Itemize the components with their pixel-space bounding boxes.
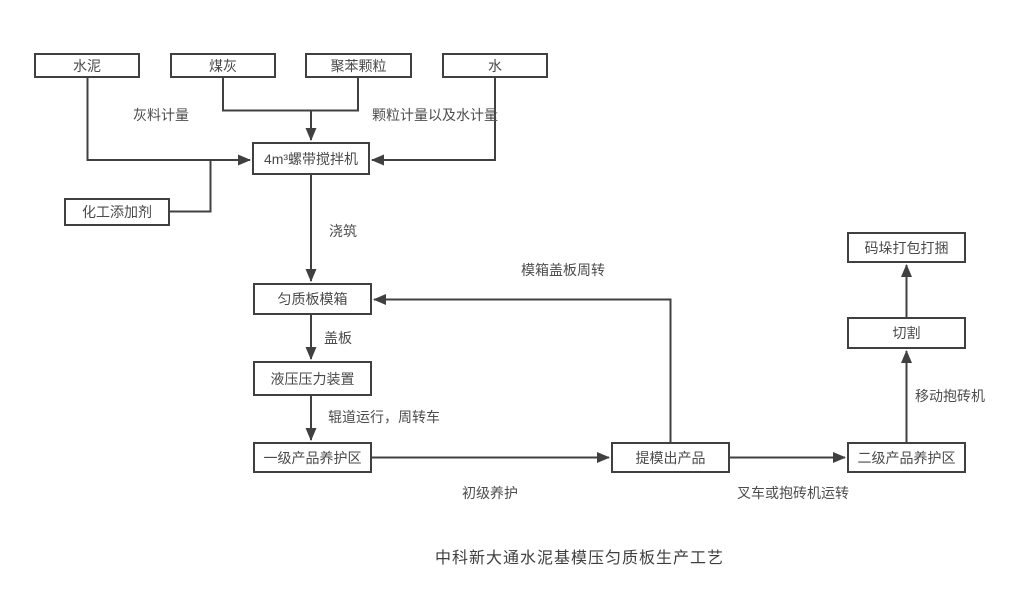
label-ash-metering: 灰料计量 [133, 107, 189, 123]
node-mold-box: 匀质板模箱 [253, 283, 372, 315]
node-ribbon-mixer: 4m³螺带搅拌机 [252, 142, 370, 175]
label-primary-curing: 初级养护 [462, 485, 518, 501]
node-coal-ash: 煤灰 [170, 53, 276, 78]
label-mold-cover-cycle: 模箱盖板周转 [521, 262, 605, 278]
node-cutting: 切割 [847, 317, 966, 349]
node-chemical-additive: 化工添加剂 [64, 198, 170, 226]
label-particle-water-metering: 颗粒计量以及水计量 [372, 107, 498, 123]
label-pouring: 浇筑 [329, 223, 357, 239]
node-palletize-pack-bundle: 码垛打包打捆 [847, 232, 966, 263]
edge-cement-to-mixer [86, 78, 251, 166]
node-polystyrene-particles: 聚苯颗粒 [305, 53, 412, 78]
edge-water-to-mixer [371, 78, 496, 166]
edge-additive-joint [170, 160, 212, 213]
diagram-title: 中科新大通水泥基模压匀质板生产工艺 [435, 550, 725, 567]
node-demold-product: 提模出产品 [611, 442, 730, 473]
label-mobile-brick-machine: 移动抱砖机 [915, 388, 985, 404]
label-cover-plate: 盖板 [324, 330, 352, 346]
node-primary-curing-area: 一级产品养护区 [253, 442, 372, 473]
edge-demold-loop-to-moldbox [373, 294, 672, 442]
node-cement: 水泥 [34, 53, 140, 78]
node-water: 水 [442, 53, 548, 78]
node-hydraulic-press: 液压压力装置 [253, 361, 372, 396]
label-forklift-transfer: 叉车或抱砖机运转 [737, 485, 849, 501]
node-secondary-curing-area: 二级产品养护区 [847, 442, 966, 473]
label-roller-transfer: 辊道运行，周转车 [328, 409, 440, 425]
